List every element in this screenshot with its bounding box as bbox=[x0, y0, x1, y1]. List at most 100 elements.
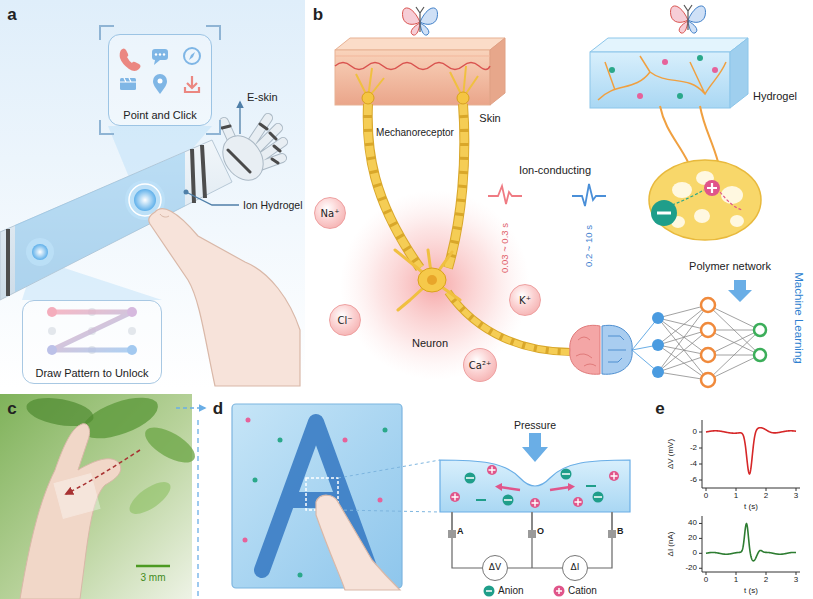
leader-line-part bbox=[184, 190, 189, 195]
neural-network-part bbox=[701, 348, 715, 362]
panel-letter: c bbox=[7, 400, 16, 417]
pressure-arrow bbox=[522, 433, 548, 462]
tick-label: 0 bbox=[704, 576, 708, 584]
hydrogel-pad-part bbox=[243, 538, 248, 543]
hydrogel-cross-section-part bbox=[550, 487, 570, 490]
touch-point-part bbox=[32, 244, 48, 260]
chart-axis bbox=[702, 516, 800, 572]
brain-part bbox=[576, 337, 596, 366]
hydrogel-pad-part bbox=[253, 478, 258, 483]
panel-letter: e bbox=[655, 400, 664, 417]
butterfly-icon bbox=[403, 7, 438, 35]
tick-mark bbox=[736, 572, 737, 575]
part-label: Hydrogel bbox=[753, 91, 797, 102]
tick-mark bbox=[699, 538, 702, 539]
tick-label: 2 bbox=[764, 492, 768, 500]
tick-label: 1 bbox=[734, 492, 738, 500]
hydrogel-block-part bbox=[697, 55, 703, 61]
zoom-frame-part bbox=[338, 460, 440, 512]
mechanoreceptor-cell-part bbox=[362, 92, 374, 104]
polymer-network-part bbox=[694, 209, 710, 223]
node-text: Draw Pattern to Unlock bbox=[35, 367, 148, 379]
tick-mark bbox=[699, 568, 702, 569]
panel-letter: b bbox=[313, 6, 323, 23]
circuit-wire-part bbox=[448, 530, 456, 538]
photo-hand-on-leaves-part bbox=[20, 424, 121, 599]
photo-hand-on-leaves-part bbox=[54, 474, 100, 519]
scale-bar bbox=[136, 566, 170, 567]
voltmeter-symbol: ΔV bbox=[482, 555, 508, 581]
polymer-network-part bbox=[730, 215, 744, 227]
ion-sign bbox=[556, 588, 562, 594]
hydrogel-cross-section bbox=[440, 460, 630, 512]
ion-symbol bbox=[484, 586, 495, 597]
neural-network-part bbox=[754, 349, 766, 361]
neural-network-part bbox=[701, 323, 715, 337]
axis-title: t (s) bbox=[744, 587, 758, 595]
gloved-hand-part bbox=[214, 128, 271, 188]
touch-point-part bbox=[134, 189, 156, 211]
skin-block-part bbox=[335, 50, 490, 105]
panel-divider-part bbox=[176, 407, 205, 408]
tick-label: 3 bbox=[794, 576, 798, 584]
hydrogel-cross-section-part bbox=[495, 483, 502, 491]
tick-label: 0 bbox=[693, 549, 697, 557]
tick-mark bbox=[699, 432, 702, 433]
hydrogel-cross-section-part bbox=[452, 467, 618, 507]
neural-network-part bbox=[652, 312, 664, 324]
tick-mark bbox=[699, 448, 702, 449]
tick-label: 2 bbox=[764, 576, 768, 584]
hydrogel-block-part bbox=[590, 38, 748, 52]
app-menu-box: Point and Click bbox=[108, 34, 212, 126]
tick-mark bbox=[736, 488, 737, 491]
node-text: Ca²⁺ bbox=[469, 360, 491, 371]
voltage-curve bbox=[706, 428, 796, 474]
photo-hand-on-leaves-part bbox=[125, 476, 176, 520]
signal-spike bbox=[488, 184, 606, 206]
hydrogel-pad-part bbox=[278, 438, 283, 443]
hydrogel-block-part bbox=[598, 56, 726, 100]
hydrogel-block-part bbox=[730, 38, 748, 108]
part-label: Polymer network bbox=[689, 261, 771, 272]
polymer-network bbox=[649, 106, 761, 240]
brain-part bbox=[608, 336, 626, 362]
circuit-wire-part bbox=[452, 512, 612, 538]
tick-label: -6 bbox=[690, 476, 697, 484]
polymer-network-part bbox=[672, 182, 692, 198]
tick-label: -4 bbox=[690, 460, 697, 468]
ammeter-symbol: ΔI bbox=[562, 555, 588, 581]
cation-legend: Cation bbox=[553, 585, 597, 597]
down-arrow bbox=[728, 280, 752, 302]
polymer-network-part bbox=[704, 180, 720, 196]
neural-network-part bbox=[652, 366, 664, 378]
hydrogel-pad-part bbox=[378, 498, 383, 503]
hydrogel-pad-part bbox=[246, 418, 251, 423]
hydrogel-pad-part bbox=[383, 428, 388, 433]
circuit-wire bbox=[448, 512, 616, 568]
brain-part bbox=[570, 325, 600, 374]
pressing-finger-part bbox=[316, 495, 400, 590]
ion-symbol bbox=[553, 585, 565, 597]
polymer-network-part bbox=[721, 186, 743, 204]
polymer-network-part bbox=[720, 192, 742, 210]
node-text: K⁺ bbox=[519, 295, 531, 306]
polymer-network-part bbox=[660, 106, 718, 162]
neural-network-part bbox=[658, 305, 760, 380]
polymer-network-part bbox=[672, 190, 704, 205]
current-curve bbox=[706, 524, 796, 561]
chart-axis bbox=[702, 420, 800, 488]
ion-circle: Cl⁻ bbox=[329, 304, 361, 336]
tick-mark bbox=[796, 572, 797, 575]
butterfly-icon bbox=[671, 5, 706, 33]
unlock-pattern-box: Draw Pattern to Unlock bbox=[22, 300, 162, 384]
skin-block-part bbox=[335, 38, 505, 50]
tick-mark bbox=[699, 480, 702, 481]
neural-network bbox=[652, 298, 766, 387]
neural-network-part bbox=[754, 324, 766, 336]
gloved-hand-part bbox=[222, 124, 280, 172]
nerve-fiber bbox=[368, 104, 572, 352]
part-label: Ion Hydrogel bbox=[243, 200, 303, 211]
pressure-arrow-part bbox=[522, 433, 548, 462]
part-label: Pressure bbox=[514, 420, 556, 431]
